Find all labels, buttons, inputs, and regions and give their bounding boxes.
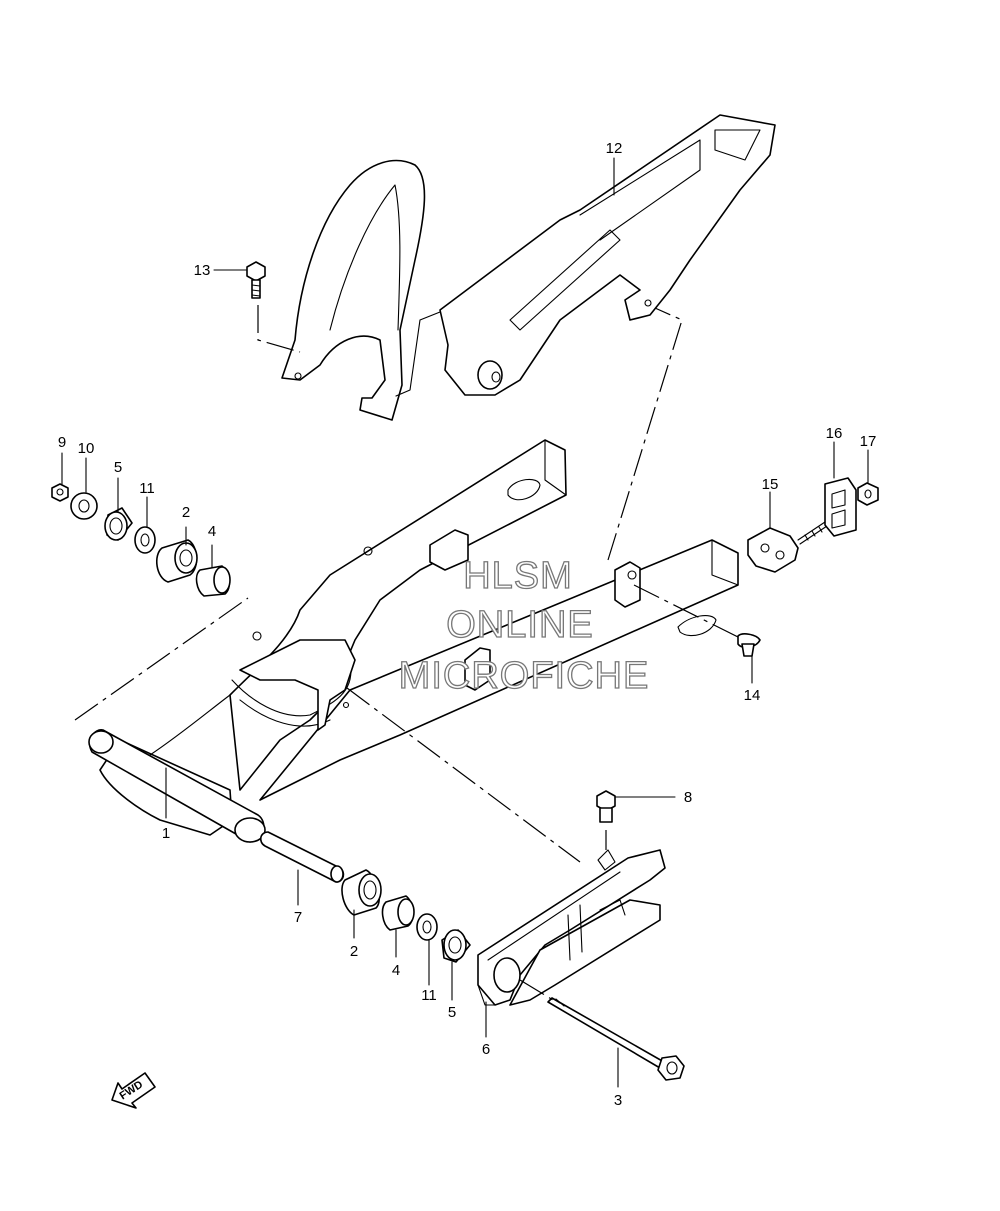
- bushing-part-5-lower[interactable]: [441, 929, 471, 963]
- callout-14[interactable]: 14: [744, 687, 761, 704]
- needle-bearing-part-2[interactable]: [155, 539, 198, 583]
- needle-bearing-part-2-lower[interactable]: [341, 869, 382, 916]
- callout-5-lower[interactable]: 5: [448, 1004, 456, 1021]
- watermark-line-2: ONLINE: [446, 604, 593, 646]
- adjuster-plate-part-16[interactable]: [824, 477, 857, 537]
- washer-part-11[interactable]: [134, 526, 156, 554]
- callout-2-lower[interactable]: 2: [350, 943, 358, 960]
- callout-10[interactable]: 10: [78, 440, 95, 457]
- adjuster-block-part-15[interactable]: [747, 519, 831, 573]
- pivot-shaft-part-7[interactable]: [259, 831, 345, 883]
- nut-part-9[interactable]: [51, 483, 69, 502]
- washer-part-11-lower[interactable]: [416, 913, 438, 941]
- callout-1[interactable]: 1: [162, 825, 170, 842]
- bolt-part-13[interactable]: [246, 261, 266, 299]
- screw-part-14[interactable]: [737, 633, 761, 657]
- callout-2[interactable]: 2: [182, 504, 190, 521]
- forward-arrow-icon: FWD: [111, 1072, 156, 1109]
- rear-fender-part-12[interactable]: [281, 114, 776, 421]
- callout-13[interactable]: 13: [194, 262, 211, 279]
- callout-8[interactable]: 8: [684, 789, 692, 806]
- bolt-part-8[interactable]: [596, 790, 616, 823]
- pivot-bolt-part-3[interactable]: [547, 997, 685, 1081]
- leader-lines: [61, 157, 869, 1088]
- spacer-part-4-lower[interactable]: [381, 895, 415, 931]
- nut-part-17[interactable]: [857, 482, 879, 506]
- watermark: HLSM ONLINE MICROFICHE: [398, 554, 650, 697]
- chain-guide-part-6[interactable]: [477, 849, 666, 1006]
- callout-6[interactable]: 6: [482, 1041, 490, 1058]
- callout-15[interactable]: 15: [762, 476, 779, 493]
- washer-part-10[interactable]: [70, 492, 98, 520]
- bushing-part-5[interactable]: [104, 507, 133, 541]
- watermark-line-3: MICROFICHE: [399, 655, 650, 697]
- callout-5[interactable]: 5: [114, 459, 122, 476]
- callout-7[interactable]: 7: [294, 909, 302, 926]
- callout-9[interactable]: 9: [58, 434, 66, 451]
- callout-17[interactable]: 17: [860, 433, 877, 450]
- callout-11[interactable]: 11: [139, 480, 155, 497]
- swingarm-part-1[interactable]: [88, 439, 739, 843]
- callout-3[interactable]: 3: [614, 1092, 622, 1109]
- callout-16[interactable]: 16: [826, 425, 843, 442]
- callout-labels: 1 2 2 3 4 4 5 5 6 7 8 9 10 11 11 12 13 1…: [58, 140, 877, 1109]
- callout-4-lower[interactable]: 4: [392, 962, 400, 979]
- callout-11-lower[interactable]: 11: [421, 987, 437, 1004]
- callout-12[interactable]: 12: [606, 140, 623, 157]
- spacer-part-4[interactable]: [195, 565, 231, 597]
- alignment-lines: [74, 305, 741, 1001]
- callout-4[interactable]: 4: [208, 523, 216, 540]
- watermark-line-1: HLSM: [463, 555, 573, 597]
